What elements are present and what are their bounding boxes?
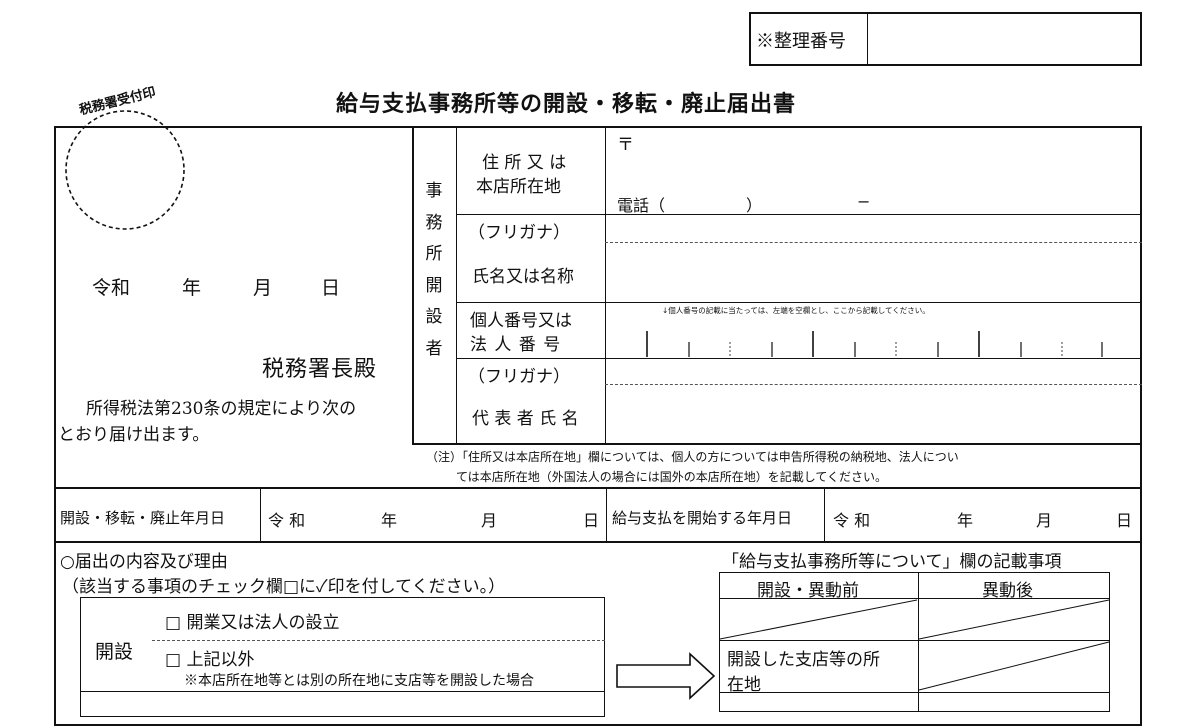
number-label: 個人番号又は <box>470 311 572 331</box>
name-label: 氏名又は名称 <box>472 267 574 287</box>
row2-label: 在地 <box>727 675 761 695</box>
side-char: 務 <box>425 212 443 233</box>
table-strike-lines <box>719 599 1110 691</box>
dates-row-label: 開設・移転・廃止年月日 <box>60 509 226 527</box>
dates-divider <box>606 487 607 542</box>
table-row-divider <box>719 692 1110 693</box>
dates-divider <box>260 487 261 542</box>
date-era: 令 和 <box>833 511 871 530</box>
ref-number-divider <box>867 12 868 66</box>
representative-label: 代 表 者 氏 名 <box>472 409 579 429</box>
date-day: 日 <box>321 277 341 299</box>
reason-instruction: （該当する事項のチェック欄□に✓印を付してください。） <box>62 577 506 597</box>
statement-line: とおり届け出ます。 <box>58 425 210 445</box>
side-char: 者 <box>425 338 443 359</box>
col-before-header: 開設・異動前 <box>757 581 859 601</box>
ref-number-label: ※整理番号 <box>756 31 846 52</box>
number-label: 法 人 番 号 <box>470 335 562 355</box>
row-divider <box>456 358 1142 359</box>
establisher-note: ては本店所在地（外国法人の場合には国外の本店所在地）を記載してください。 <box>456 470 888 484</box>
ref-number-box <box>749 12 1142 66</box>
option-other-checkbox[interactable]: □ 上記以外 <box>165 650 255 670</box>
furigana-label: （フリガナ） <box>468 367 570 387</box>
furigana-label: （フリガナ） <box>468 223 570 243</box>
date-year: 年 <box>957 511 974 530</box>
row-divider <box>456 302 1142 303</box>
address-label: 住 所 又 は <box>482 153 567 173</box>
opening-category-label: 開設 <box>95 641 134 663</box>
date-day: 日 <box>583 511 600 530</box>
side-char: 事 <box>425 181 443 201</box>
col-after-header: 異動後 <box>982 581 1033 601</box>
date-month: 月 <box>253 277 273 299</box>
date-year: 年 <box>182 277 202 299</box>
start-date-label: 給与支払を開始する年月日 <box>612 509 793 527</box>
options-divider <box>80 691 605 692</box>
phone-label: 電話（ <box>617 196 666 215</box>
establisher-note: （注）「住所又は本店所在地」欄については、個人の方については申告所得税の納税地、… <box>426 450 959 464</box>
date-month: 月 <box>1036 511 1053 530</box>
stamp-area <box>65 110 185 230</box>
side-label-divider <box>456 126 457 445</box>
page-title: 給与支払事務所等の開設・移転・廃止届出書 <box>336 92 797 117</box>
number-note: ↓個人番号の記載に当たっては、左端を空欄とし、ここから記載してください。 <box>662 306 930 315</box>
dates-row-top <box>54 487 1142 489</box>
row-divider <box>605 242 1142 243</box>
right-heading: 「給与支払事務所等について」欄の記載事項 <box>722 552 1062 572</box>
row2-label: 開設した支店等の所 <box>727 650 880 670</box>
establisher-side-label: 事 務 所 開 設 者 <box>418 176 450 365</box>
side-char: 所 <box>425 244 443 264</box>
statement-line: 所得税法第230条の規定により次の <box>86 399 357 419</box>
options-divider <box>152 640 605 641</box>
date-year: 年 <box>381 511 398 530</box>
dates-divider <box>824 487 825 542</box>
arrow-right-icon <box>616 652 716 700</box>
address-label: 本店所在地 <box>476 177 561 197</box>
number-digit-grid[interactable] <box>0 0 1184 704</box>
addressee-label: 税務署長殿 <box>262 357 378 382</box>
date-era: 令和 <box>92 277 131 299</box>
option-other-note: ※本店所在地等とは別の所在地に支店等を開設した場合 <box>184 673 534 689</box>
table-row-divider <box>719 598 1110 599</box>
side-char: 開 <box>425 275 443 296</box>
phone-dash: − <box>857 192 871 211</box>
option-establish-checkbox[interactable]: □ 開業又は法人の設立 <box>165 613 340 633</box>
field-label-divider <box>605 126 606 445</box>
date-month: 月 <box>481 511 498 530</box>
date-era: 令 和 <box>268 511 306 530</box>
row-divider <box>605 384 1142 385</box>
dates-row-bottom <box>54 541 1142 543</box>
row-divider <box>456 214 1142 215</box>
table-col-divider <box>918 572 919 712</box>
phone-paren: ） <box>746 196 763 215</box>
side-char: 設 <box>425 307 443 327</box>
table-row-divider <box>719 640 1110 641</box>
reason-heading: ○届出の内容及び理由 <box>60 552 228 572</box>
postal-mark: 〒 <box>617 135 634 155</box>
date-day: 日 <box>1116 511 1133 530</box>
establisher-box <box>412 126 1142 445</box>
